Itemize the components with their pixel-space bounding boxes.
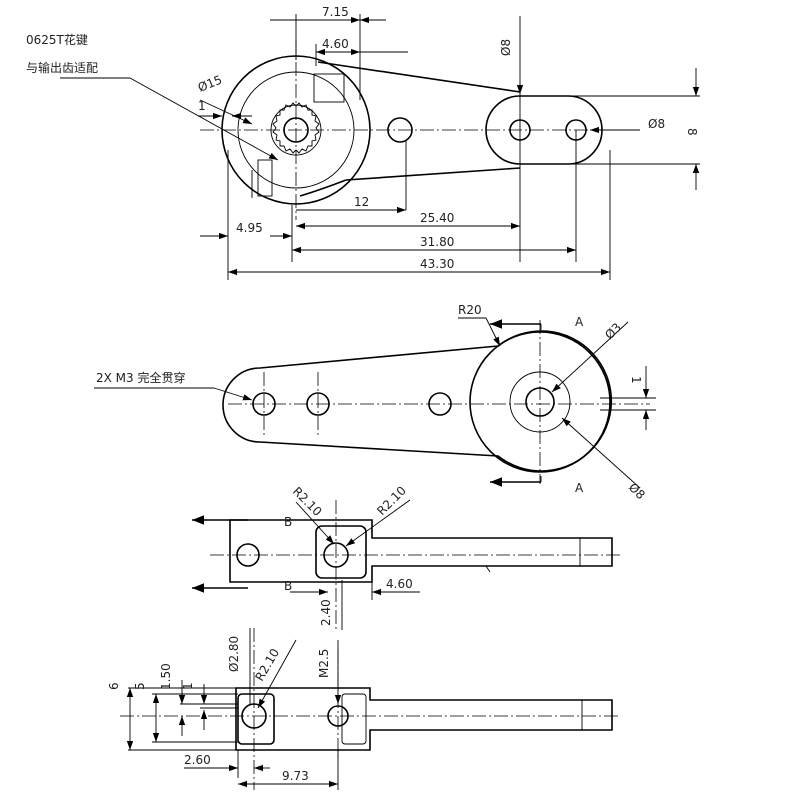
leader-line bbox=[213, 387, 253, 401]
detail-rect bbox=[313, 73, 345, 103]
leader-r210 bbox=[257, 639, 297, 709]
thread-section bbox=[341, 693, 367, 745]
arm-root-curve bbox=[299, 179, 347, 197]
hub-section bbox=[315, 525, 367, 579]
arm-profile bbox=[235, 687, 613, 751]
dim-7-15: 7.15 bbox=[322, 5, 349, 19]
dim-r2-10: R2.10 bbox=[252, 646, 282, 683]
dim-5: 5 bbox=[133, 682, 147, 690]
detail-line bbox=[485, 565, 491, 573]
leader-line bbox=[129, 77, 279, 161]
arm-profile bbox=[229, 519, 613, 583]
dim-1-top: 1 bbox=[198, 99, 206, 113]
dim-1-side: 1 bbox=[181, 682, 195, 690]
dim-r210-left: R2.10 bbox=[290, 484, 325, 519]
dim-d8: Ø8 bbox=[626, 480, 648, 502]
dim-4-60: 4.60 bbox=[322, 37, 349, 51]
dim-6: 6 bbox=[107, 682, 121, 690]
dim-9-73: 9.73 bbox=[282, 769, 309, 783]
leader-line bbox=[485, 317, 501, 347]
note-mount-holes: 2X M3 完全贯穿 bbox=[96, 370, 185, 385]
dim-12: 12 bbox=[354, 195, 369, 209]
dim-4-60-side: 4.60 bbox=[386, 577, 413, 591]
section-b-top: B bbox=[284, 515, 292, 529]
leader-r210-left bbox=[295, 501, 335, 545]
dim-d3: Ø3 bbox=[602, 320, 624, 342]
leader-d15 bbox=[199, 99, 253, 125]
dim-25-40: 25.40 bbox=[420, 211, 454, 225]
detail-rect-2 bbox=[257, 159, 273, 197]
section-b-bottom: B bbox=[284, 579, 292, 593]
arm-bottom-edge bbox=[345, 167, 521, 181]
section-a-bottom: A bbox=[575, 481, 584, 495]
dim-8-right: 8 bbox=[685, 128, 699, 136]
arm-top-edge bbox=[317, 61, 521, 93]
view-section-b: B B R2.10 R2.10 4.60 2.40 bbox=[192, 483, 620, 632]
view-side-bottom: 6 5 1.50 1 Ø2.80 R2.10 M2.5 2.60 9.73 bbox=[107, 628, 620, 790]
leader-r210-right bbox=[345, 499, 411, 547]
dim-2-40: 2.40 bbox=[319, 599, 333, 626]
dim-2-60: 2.60 bbox=[184, 753, 211, 767]
section-a-top: A bbox=[575, 315, 584, 329]
note-spline-line1: 0625T花键 bbox=[26, 32, 88, 47]
dim-d8-top: Ø8 bbox=[499, 39, 513, 56]
dim-43-30: 43.30 bbox=[420, 257, 454, 271]
dim-r20: R20 bbox=[458, 303, 482, 317]
dim-31-80: 31.80 bbox=[420, 235, 454, 249]
dim-1-50: 1.50 bbox=[159, 663, 173, 690]
leader-d8 bbox=[561, 417, 641, 489]
view-front: A A R20 Ø3 Ø8 1 2X M3 完全贯穿 bbox=[94, 303, 656, 502]
dim-d15: Ø15 bbox=[196, 73, 224, 95]
dim-d8-right: Ø8 bbox=[648, 117, 665, 131]
hub-section bbox=[237, 693, 275, 745]
arm-outline bbox=[222, 330, 613, 472]
leader-d3 bbox=[551, 321, 629, 393]
dim-1-front: 1 bbox=[629, 376, 643, 384]
view-top: 7.15 4.60 Ø8 Ø8 8 Ø15 1 12 4.95 25.40 31… bbox=[26, 5, 700, 280]
note-spline-line2: 与输出齿适配 bbox=[26, 60, 98, 75]
dim-m2-5: M2.5 bbox=[317, 649, 331, 678]
dim-d2-80: Ø2.80 bbox=[227, 636, 241, 672]
dim-4-95: 4.95 bbox=[236, 221, 263, 235]
